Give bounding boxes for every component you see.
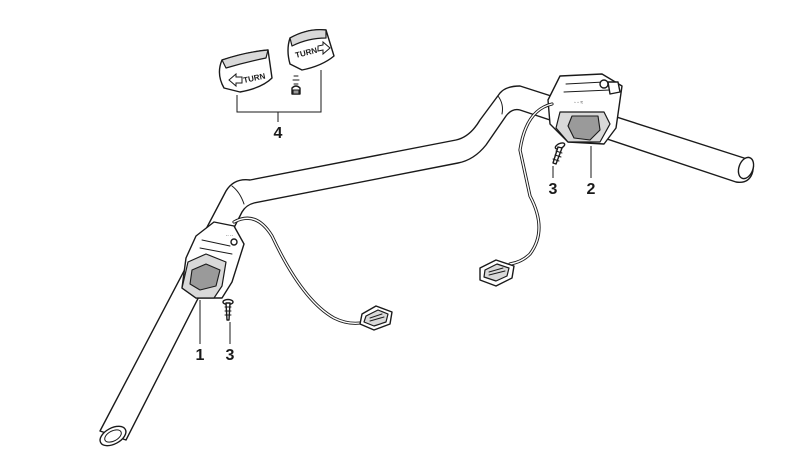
right-connector <box>479 259 515 287</box>
handlebar-left-end <box>99 425 127 447</box>
left-switch-unit: .. .. <box>181 221 245 299</box>
right-switch-detail-line <box>563 81 611 93</box>
right-switch-cable <box>508 102 554 266</box>
callout-2: 2 <box>587 181 596 198</box>
right-screw <box>552 142 566 165</box>
left-switch-rocker <box>189 263 221 291</box>
left-switch-screw-head <box>230 238 238 246</box>
handlebar-bend-line-right <box>497 95 503 115</box>
right-switch-marking: ◦ ◦ ≈ <box>574 100 583 106</box>
left-connector <box>359 305 393 331</box>
right-switch-unit: ◦ ◦ ≈ <box>547 73 623 145</box>
left-switch-cable <box>232 216 368 325</box>
left-turn-cap-top <box>221 49 269 69</box>
handlebar <box>99 85 755 447</box>
left-switch-marking: .. .. <box>226 232 233 238</box>
right-switch-button <box>567 115 601 141</box>
callout-4: 4 <box>274 125 283 142</box>
right-turn-cap: TURN <box>287 28 335 71</box>
arrow-left-outline-icon <box>228 72 243 88</box>
leader-item-4 <box>236 70 322 122</box>
left-turn-cap: TURN <box>218 49 273 93</box>
left-switch-detail-line <box>199 239 233 255</box>
callout-3-left: 3 <box>226 347 235 364</box>
handlebar-bend-line <box>231 185 245 205</box>
handlebar-right-end <box>737 156 755 180</box>
handlebar-left-end-inner <box>104 429 122 443</box>
arrow-right-outline-icon <box>317 40 331 56</box>
right-turn-cap-top <box>289 29 327 47</box>
left-screw <box>222 298 234 321</box>
cap-screw <box>291 75 301 95</box>
callout-1: 1 <box>196 347 205 364</box>
right-switch-clamp-screw <box>607 81 621 95</box>
callout-3-right: 3 <box>549 181 558 198</box>
right-switch-screw-head <box>599 79 609 89</box>
handlebar-tube <box>99 85 754 441</box>
